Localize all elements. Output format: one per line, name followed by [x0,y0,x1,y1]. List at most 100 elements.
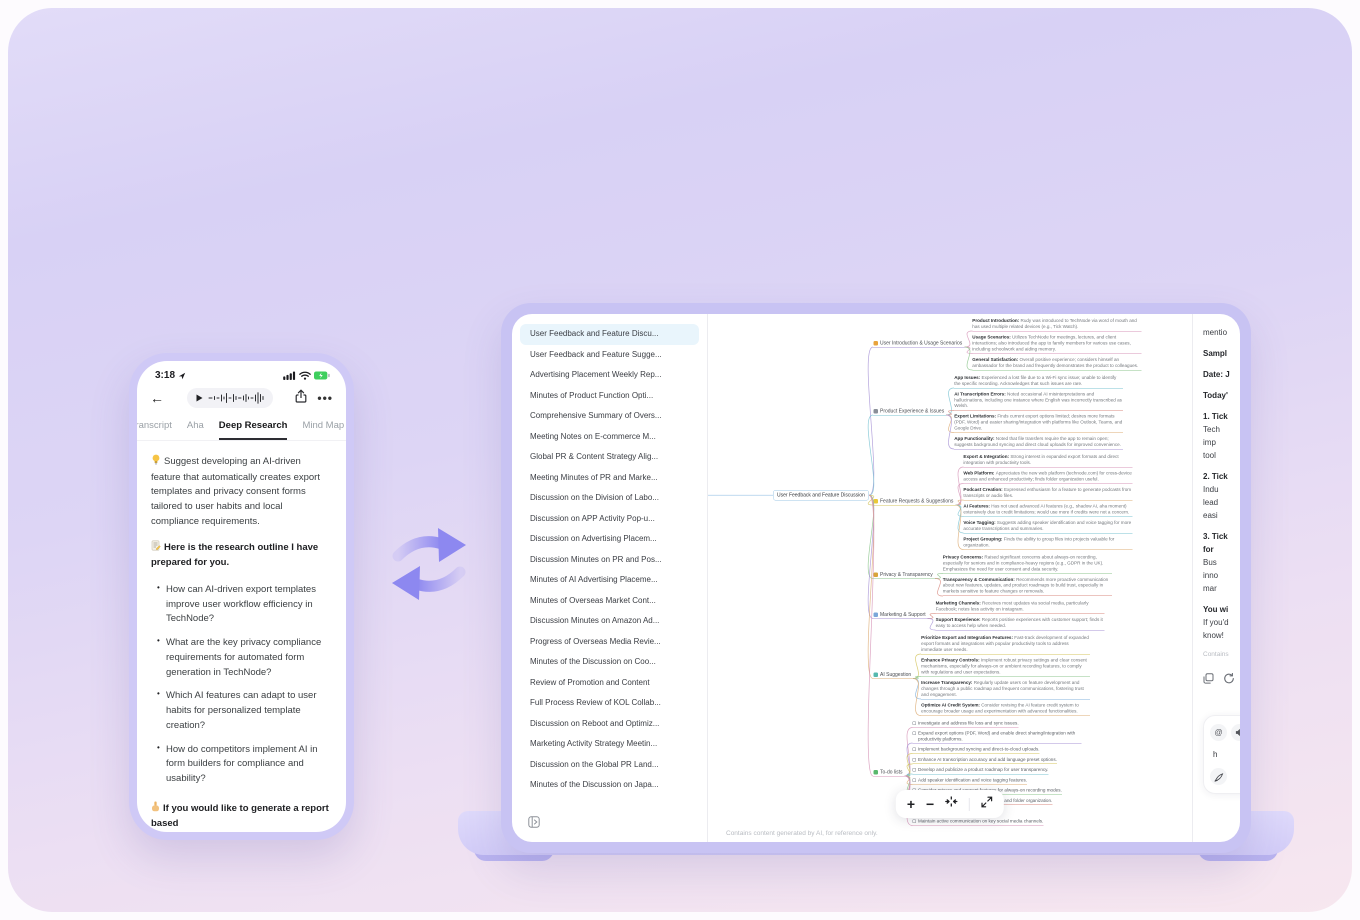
mindmap-leaf[interactable]: Export Limitations: Finds current export… [954,414,1124,434]
fullscreen-icon[interactable] [981,795,993,813]
zoom-in-icon[interactable]: + [906,796,915,812]
quill-icon[interactable] [1210,768,1227,785]
branch-label[interactable]: Privacy & Transparency [873,572,935,579]
branch-label[interactable]: AI Suggestion [873,671,914,679]
note-list-item[interactable]: Discussion on Reboot and Optimiz... [530,718,660,728]
regenerate-icon[interactable] [1223,671,1235,689]
note-list-item[interactable]: Discussion on Advertising Placem... [530,534,657,543]
mindmap-leaf[interactable]: App Issues: Experienced a lost file due … [954,375,1124,389]
outline-intro-paragraph: Here is the research outline I have prep… [151,540,332,571]
note-list-item[interactable]: Minutes of Product Function Opti... [530,390,654,400]
mindmap-leaf[interactable]: Web Platform: Appreciates the new web pl… [963,471,1133,485]
todo-item[interactable]: Maintain active communication on key soc… [912,818,1044,826]
audio-player-pill[interactable] [186,388,273,408]
mindmap-leaf[interactable]: General Satisfaction: Overall positive e… [972,357,1142,371]
zoom-out-icon[interactable]: − [926,796,935,812]
note-list-item[interactable]: Minutes of AI Advertising Placeme... [530,575,658,584]
laptop-screen: User Feedback and Feature Discu... User F… [501,303,1251,853]
note-list-item[interactable]: Discussion on APP Activity Pop-u... [530,513,655,523]
branch-label-text: AI Suggestion [880,671,912,678]
mindmap-leaf[interactable]: Voice Tagging: Suggests adding speaker i… [963,520,1133,534]
checkbox-icon[interactable] [912,747,917,752]
tab-transcript[interactable]: Transcript [137,420,172,431]
checkbox-icon[interactable] [912,778,917,782]
mindmap-leaf[interactable]: Marketing Channels: Receives most update… [935,601,1105,615]
copy-icon[interactable] [1203,671,1214,689]
checkbox-icon[interactable] [912,721,917,725]
todo-item[interactable]: Add speaker identification and voice tag… [912,777,1028,785]
branch-label[interactable]: Product Experience & Issues [873,409,947,416]
note-list-item[interactable]: Discussion Minutes on PR and Pos... [530,554,662,564]
note-list-item[interactable]: Minutes of the Discussion on Coo... [530,657,656,666]
branch-label[interactable]: Marketing & Support [873,612,928,620]
note-list-item[interactable]: Minutes of Overseas Market Cont... [530,595,656,605]
chat-input-text[interactable]: h [1213,750,1218,759]
memo-icon [151,540,161,557]
chat-input-card[interactable]: @ h [1203,715,1240,794]
mindmap-leaf[interactable]: Privacy Concerns: Raised significant con… [942,554,1112,574]
checkbox-icon[interactable] [912,731,917,736]
checkbox-icon[interactable] [912,819,917,823]
mindmap-leaf[interactable]: Usage Scenarios: Utilizes TechNode for m… [972,334,1142,354]
mindmap-leaf[interactable]: Prioritize Export and Integration Featur… [921,635,1091,655]
todo-item[interactable]: Enhance AI transcription accuracy and ad… [912,756,1057,765]
mindmap-leaf[interactable]: Enhance Privacy Controls: Implement robu… [921,658,1091,677]
chat-line: inno [1203,571,1219,580]
note-list-item[interactable]: Global PR & Content Strategy Alig... [530,452,659,461]
mindmap-leaf[interactable]: Optimize AI Credit System: Consider revi… [921,702,1091,716]
mindmap-leaf[interactable]: AI Transcription Errors: Noted occasiona… [954,391,1124,411]
note-list-item[interactable]: Discussion Minutes on Amazon Ad... [530,616,660,625]
mindmap-leaf[interactable]: App Functionality: Noted that file trans… [954,436,1124,450]
mindmap-leaf[interactable]: Project Grouping: Finds the ability to g… [963,536,1133,550]
phone-nav-bar: ← [137,381,346,412]
branch-label[interactable]: To-do lists [873,769,905,777]
todo-item[interactable]: Expand export options (PDF, Word) and en… [912,731,1082,744]
note-list-item[interactable]: Comprehensive Summary of Overs... [530,411,662,420]
checkbox-icon[interactable] [912,757,917,762]
note-list-item[interactable]: Full Process Review of KOL Collab... [530,698,661,707]
more-icon[interactable]: ••• [317,391,333,405]
back-icon[interactable]: ← [150,390,164,406]
checkbox-icon[interactable] [912,768,917,772]
note-list-item[interactable]: Marketing Activity Strategy Meetin... [530,739,658,748]
fit-view-icon[interactable] [945,795,958,813]
note-list-item[interactable]: Discussion on the Division of Labo... [530,493,659,502]
mindmap-branch: Product Experience & Issues App Issues: E… [873,375,1192,450]
mindmap-leaf[interactable]: Increase Transparency: Regularly update … [921,680,1091,700]
chat-line: mentio [1203,328,1228,337]
note-list-item[interactable]: User Feedback and Feature Sugge... [530,349,662,359]
note-list-item[interactable]: User Feedback and Feature Discu... [520,324,699,345]
mindmap-leaf[interactable]: Export & Integration: Strong interest in… [963,454,1133,468]
note-list-item[interactable]: Meeting Notes on E-commerce M... [530,431,656,441]
tab-aha[interactable]: Aha [186,420,204,431]
todo-item[interactable]: Implement background syncing and direct-… [912,747,1040,754]
branch-label[interactable]: Feature Requests & Suggestions [873,498,956,506]
mindmap-canvas[interactable]: User Feedback and Feature Discussion Use… [708,314,1192,842]
note-list-item[interactable]: Meeting Minutes of PR and Marke... [530,472,658,482]
note-list-item[interactable]: Discussion on the Global PR Land... [530,759,659,769]
speaker-icon[interactable] [1231,724,1240,741]
mention-chip[interactable]: @ [1210,724,1227,741]
mindmap-leaf[interactable]: AI Features: Has not used advanced AI fe… [963,503,1133,517]
mindmap-leaf[interactable]: Product Introduction: Rudy was introduce… [972,318,1142,332]
tab-mind-map[interactable]: Mind Map [302,420,345,431]
mindmap-root-node[interactable]: User Feedback and Feature Discussion [773,490,869,501]
todo-text: Enhance AI transcription accuracy and ad… [918,756,1057,762]
share-icon[interactable] [295,388,307,408]
mindmap-branch: User Introduction & Usage Scenarios Produ… [873,318,1192,371]
branch-label[interactable]: User Introduction & Usage Scenarios [873,341,965,348]
note-list-item[interactable]: Progress of Overseas Media Revie... [530,636,661,646]
mindmap-leaf[interactable]: Podcast Creation: Expressed enthusiasm f… [963,487,1133,501]
chat-line: lead [1203,498,1219,507]
play-icon[interactable] [196,394,203,402]
collapse-sidebar-icon[interactable] [528,815,540,833]
todo-item[interactable]: Develop and publicize a product roadmap … [912,767,1049,775]
note-list-item[interactable]: Review of Promotion and Content [530,677,650,687]
note-list-item[interactable]: Minutes of the Discussion on Japa... [530,780,659,789]
mindmap-leaf[interactable]: Support Experience: Reports positive exp… [935,617,1105,631]
mindmap-leaf[interactable]: Transparency & Communication: Recommends… [942,577,1112,597]
tab-deep-research[interactable]: Deep Research [218,420,288,440]
todo-item[interactable]: Investigate and address file loss and sy… [912,720,1019,728]
note-list-item[interactable]: Advertising Placement Weekly Rep... [530,370,662,379]
